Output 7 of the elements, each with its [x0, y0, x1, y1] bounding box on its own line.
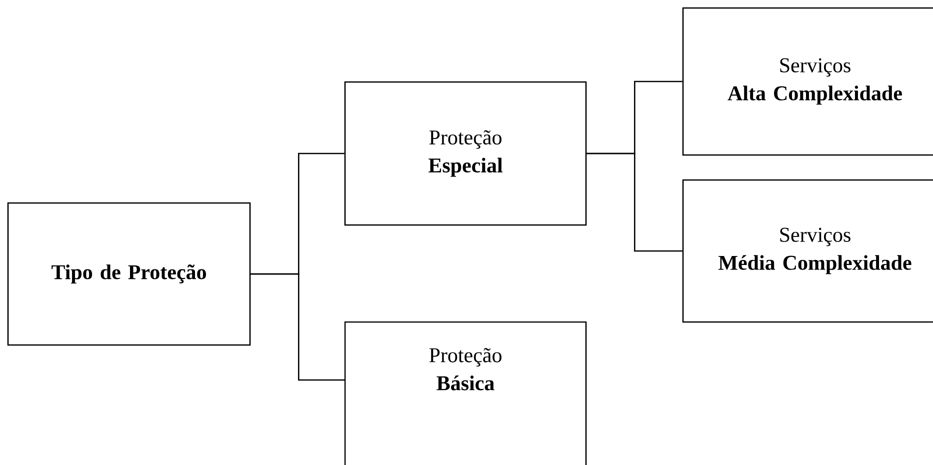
process-box: Tipo de Proteção — [7, 202, 251, 346]
process-box: Proteção Especial — [344, 81, 587, 226]
connector-line — [250, 273, 345, 381]
process-box: Serviços Média Complexidade — [682, 179, 933, 323]
connector-line — [586, 152, 682, 252]
process-box: Serviços Alta Complexidade — [682, 7, 933, 156]
process-box: Proteção Básica — [344, 321, 587, 465]
